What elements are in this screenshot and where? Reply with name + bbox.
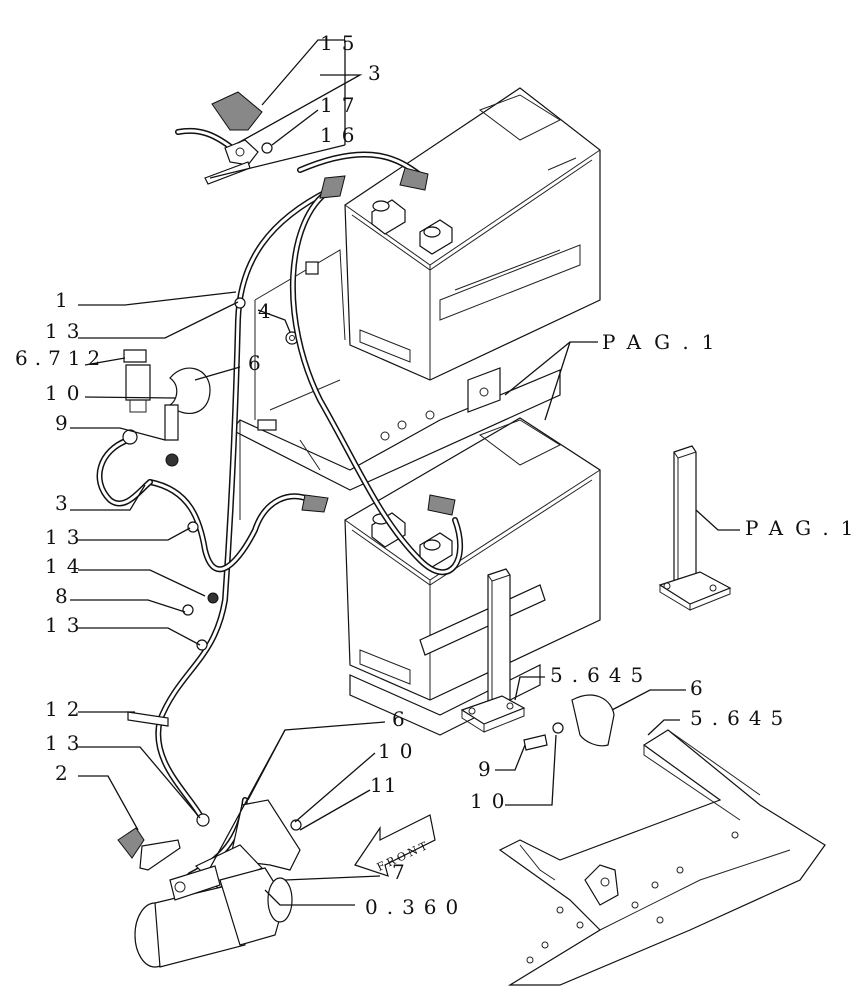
- starter-motor: [134, 865, 293, 968]
- callout-7: 7: [392, 860, 414, 884]
- callout-5-645-b: 5.645: [690, 706, 792, 730]
- callout-9-a: 9: [55, 411, 77, 435]
- callout-6-712: 6.712: [15, 346, 107, 370]
- callout-10-c: 10: [470, 789, 513, 813]
- battery-shelf: [231, 249, 561, 656]
- callout-pag1-b: PAG.1: [745, 516, 856, 540]
- callout-10-a: 10: [45, 381, 88, 405]
- support-stand-center: [460, 568, 526, 733]
- leader-lines: [70, 39, 740, 906]
- callout-3-top: 3: [368, 61, 390, 85]
- lower-battery: [344, 417, 601, 736]
- callout-labels: 15 3 17 16 1 13 4 6.712 6 10 9 3 13 14 8…: [15, 31, 856, 919]
- callout-6-a: 6: [248, 351, 270, 375]
- callout-0-360: 0.360: [365, 895, 467, 919]
- callout-16: 16: [320, 123, 363, 147]
- callout-10-b: 10: [378, 739, 421, 763]
- callout-pag1-a: PAG.1: [602, 330, 727, 354]
- callout-6-b: 6: [392, 707, 414, 731]
- callout-4: 4: [258, 299, 280, 323]
- callout-5-645-a: 5.645: [550, 663, 652, 687]
- callout-8: 8: [55, 584, 77, 608]
- callout-17: 17: [320, 93, 363, 117]
- cable-terminals: [117, 91, 615, 889]
- callout-13-c: 13: [45, 613, 88, 637]
- callout-11: 11: [370, 773, 397, 797]
- chassis-frame: [498, 729, 826, 986]
- callout-14: 14: [45, 554, 88, 578]
- support-stand-right: [658, 445, 732, 611]
- callout-15: 15: [320, 31, 363, 55]
- callout-1: 1: [55, 288, 77, 312]
- callout-9-b: 9: [478, 757, 500, 781]
- callout-6-c: 6: [690, 676, 712, 700]
- callout-13-b: 13: [45, 525, 88, 549]
- callout-12: 12: [45, 697, 88, 721]
- callout-2: 2: [55, 761, 77, 785]
- callout-13-a: 13: [45, 319, 88, 343]
- callout-3-b: 3: [55, 491, 77, 515]
- upper-battery: [344, 87, 601, 381]
- callout-13-d: 13: [45, 731, 88, 755]
